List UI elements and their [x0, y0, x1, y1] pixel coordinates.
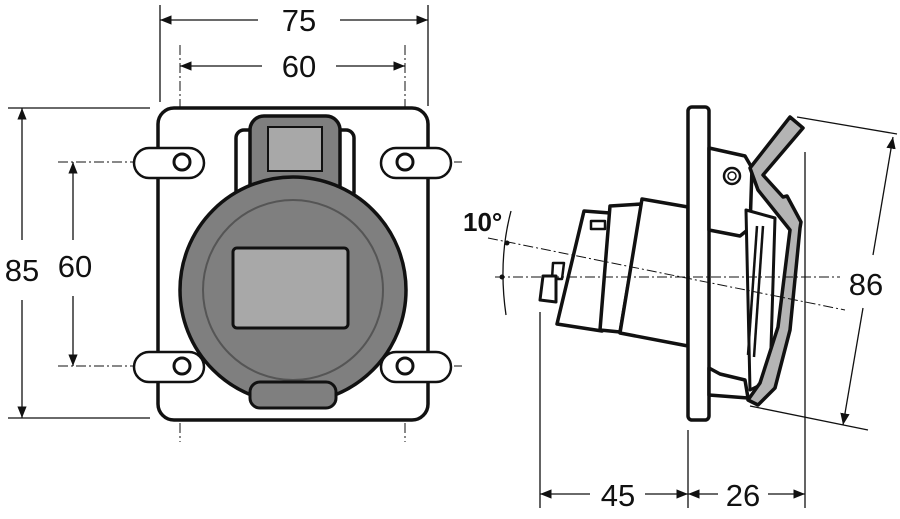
label-window — [231, 246, 350, 330]
dim-height-60: 60 — [58, 249, 92, 284]
dim-width-75: 75 — [282, 3, 316, 38]
angle-label: 10° — [463, 207, 502, 237]
front-view: 75 60 85 60 — [5, 3, 462, 442]
dim-width-60: 60 — [282, 49, 316, 84]
side-view: 10° 86 45 26 — [463, 105, 898, 513]
mounting-slots — [132, 146, 453, 384]
plug-nub — [538, 274, 558, 304]
lid — [746, 115, 805, 407]
dim-height-86: 86 — [849, 267, 883, 302]
dim-depth-26: 26 — [726, 478, 760, 513]
dim-depth-45: 45 — [601, 478, 635, 513]
flange — [686, 105, 711, 422]
dim-height-85: 85 — [5, 253, 39, 288]
